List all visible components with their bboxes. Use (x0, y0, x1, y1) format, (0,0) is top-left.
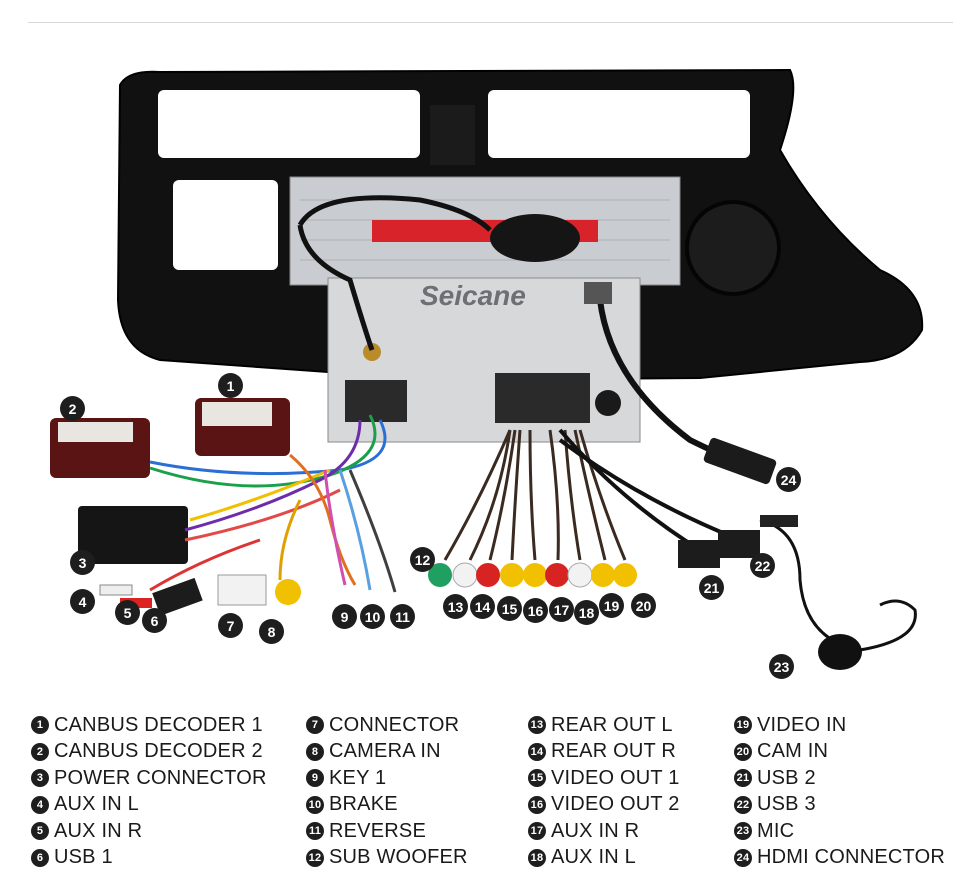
callout-18: 18 (574, 600, 599, 625)
mic-head (818, 634, 862, 670)
rca-cam-in (613, 563, 637, 587)
callout-12: 12 (410, 547, 435, 572)
callout-3: 3 (70, 550, 95, 575)
callout-7: 7 (218, 613, 243, 638)
brand-logo: Seicane (420, 280, 526, 311)
callout-13: 13 (443, 594, 468, 619)
usb-plug-2 (678, 540, 720, 568)
callout-10: 10 (360, 604, 385, 629)
bezel-center-tab (430, 105, 475, 165)
rca-video-out-2 (523, 563, 547, 587)
callout-17: 17 (549, 597, 574, 622)
callout-24: 24 (776, 467, 801, 492)
mic-cable (759, 518, 917, 652)
bezel-window-left (173, 180, 278, 270)
callout-15: 15 (497, 596, 522, 621)
gps-cable (297, 195, 492, 351)
usb-plug-3 (718, 530, 760, 558)
rca-aux-in-l (567, 562, 593, 588)
callout-22: 22 (750, 553, 775, 578)
decoder-1-label (202, 402, 272, 426)
callout-5: 5 (115, 600, 140, 625)
camera-in-rca (275, 579, 301, 605)
mic-plug (760, 515, 798, 527)
bezel-speaker-hole (685, 200, 781, 296)
callout-19: 19 (599, 593, 624, 618)
rca-sub-woofer (428, 563, 452, 587)
rca-rear-out-l (452, 562, 478, 588)
aux-plug-l (99, 584, 133, 596)
callout-14: 14 (470, 594, 495, 619)
usb-plug-1 (152, 577, 203, 616)
bezel-window-top-right (488, 90, 750, 158)
decoder-2-label (58, 422, 133, 442)
hdmi-cable-mount (584, 282, 612, 304)
power-connector-block (78, 506, 188, 564)
callout-11: 11 (390, 604, 415, 629)
callout-4: 4 (70, 589, 95, 614)
bezel-window-top-left (158, 90, 420, 158)
callout-1: 1 (218, 373, 243, 398)
connector-white (217, 574, 267, 606)
rca-rear-out-r (476, 563, 500, 587)
rear-connector-left (345, 380, 407, 422)
top-divider (28, 22, 953, 23)
rear-port-round (595, 390, 621, 416)
callout-8: 8 (259, 619, 284, 644)
callout-23: 23 (769, 654, 794, 679)
gps-antenna (490, 214, 580, 262)
rca-cables (443, 429, 627, 561)
hdmi-plug (703, 437, 777, 485)
usb-cables (558, 428, 741, 552)
callout-21: 21 (699, 575, 724, 600)
wiring-harness (149, 414, 397, 593)
antenna-plug (363, 343, 381, 361)
rca-video-in (591, 563, 615, 587)
rca-video-out-1 (500, 563, 524, 587)
callout-16: 16 (523, 598, 548, 623)
callout-2: 2 (60, 396, 85, 421)
rear-connector-mid (495, 373, 590, 423)
callout-9: 9 (332, 604, 357, 629)
callout-6: 6 (142, 608, 167, 633)
product-photo: Seicane (50, 68, 924, 670)
callout-20: 20 (631, 593, 656, 618)
rca-aux-in-r (545, 563, 569, 587)
